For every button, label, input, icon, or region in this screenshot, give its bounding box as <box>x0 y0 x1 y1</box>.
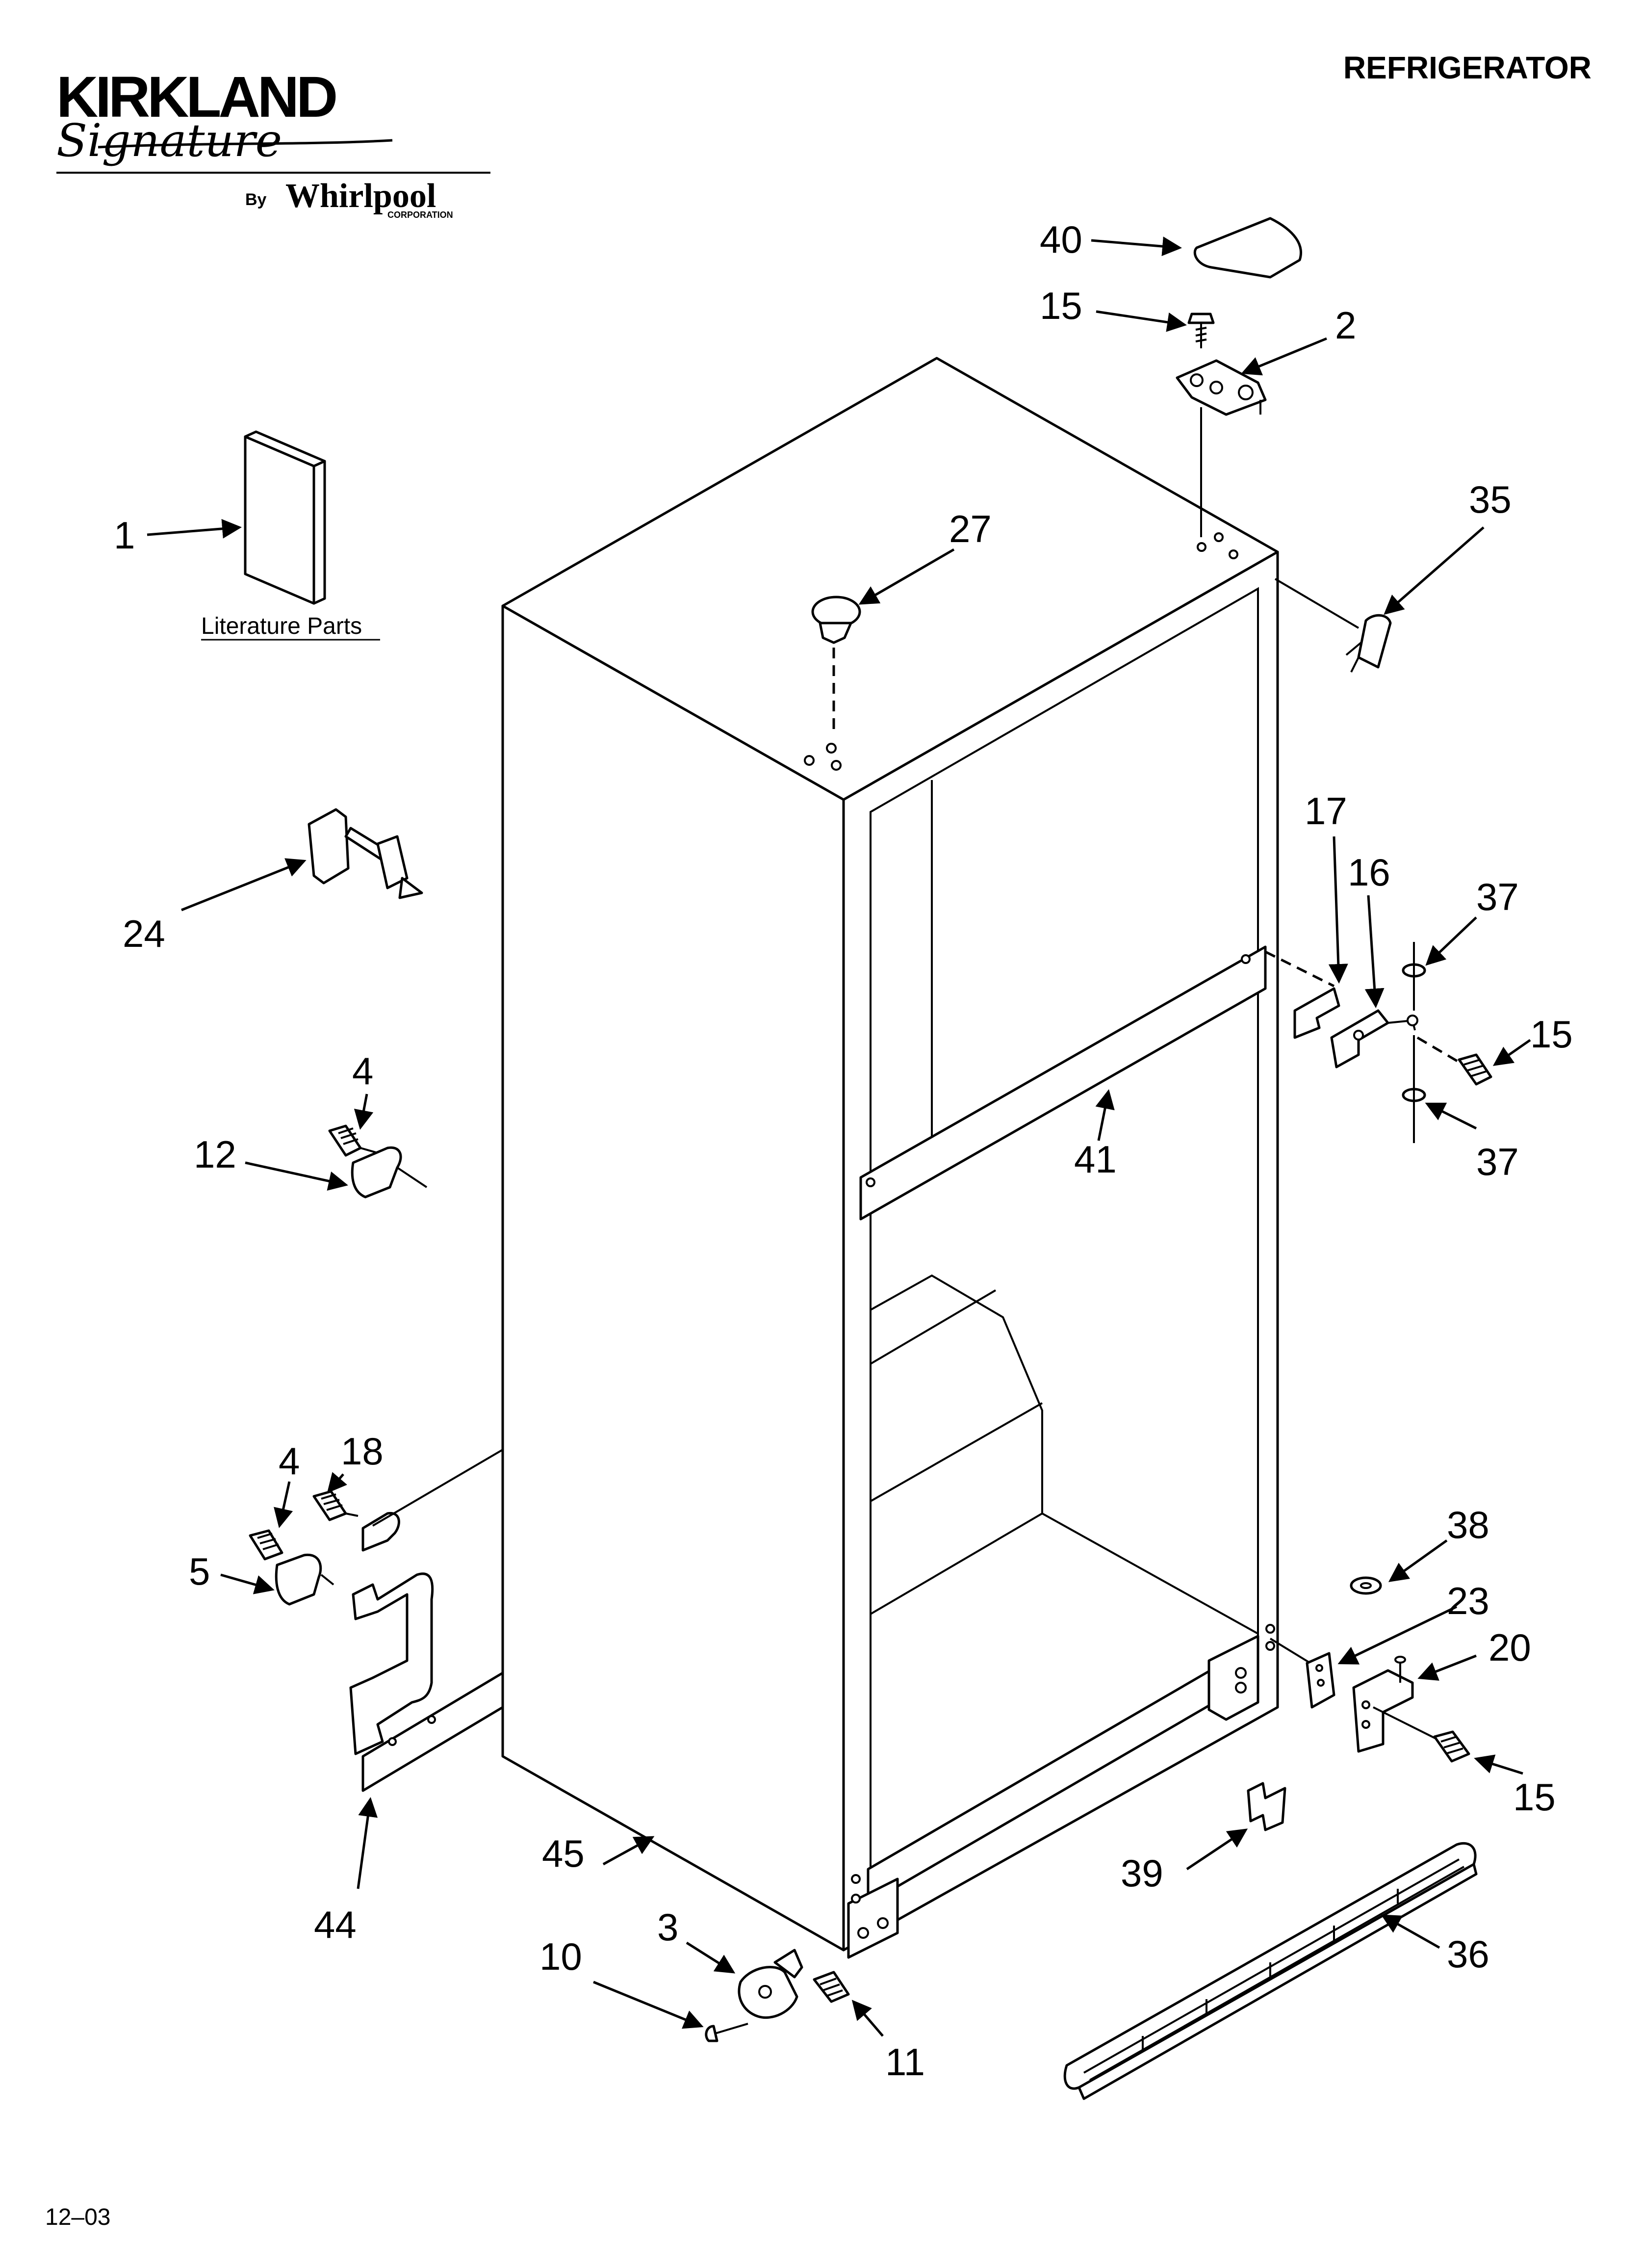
top-hinge <box>1176 359 1267 416</box>
callout-2: 2 <box>1335 304 1356 347</box>
clip-leader <box>372 1449 504 1527</box>
bottom-screw-leader <box>1373 1706 1437 1740</box>
center-hinge-16 <box>1330 1009 1418 1069</box>
door-stop-pin <box>308 808 423 899</box>
brand-script: Signature <box>56 114 282 167</box>
manufacturer-name: Whirlpool <box>285 177 436 215</box>
shim-leader <box>1274 578 1360 629</box>
callout-1: 1 <box>114 514 135 557</box>
hinge-shim <box>1345 614 1392 673</box>
brand-name: KIRKLAND <box>56 65 336 130</box>
callout-17: 17 <box>1305 789 1347 833</box>
callout-45: 45 <box>542 1832 585 1875</box>
callout-38: 38 <box>1447 1503 1489 1546</box>
callout-15-center: 15 <box>1530 1013 1573 1056</box>
signature-underline <box>98 139 393 149</box>
callout-11: 11 <box>885 2040 925 2084</box>
grille-clip <box>1247 1782 1286 1831</box>
hinge-cover <box>1193 217 1302 279</box>
leveling-screw <box>705 2023 748 2042</box>
callout-15-bottom: 15 <box>1513 1775 1556 1819</box>
hinge-shim-23 <box>1306 1652 1335 1709</box>
callout-40: 40 <box>1040 218 1082 261</box>
callout-arrows <box>147 236 1531 2037</box>
wire-clip <box>361 1512 400 1552</box>
manufacturer-sub: CORPORATION <box>387 210 453 220</box>
hinge-dash-upper <box>1264 950 1335 988</box>
callout-18: 18 <box>341 1430 384 1473</box>
bottom-hinge-20 <box>1352 1656 1414 1753</box>
screw-dash-center <box>1416 1036 1460 1064</box>
literature-booklet <box>244 430 326 605</box>
leveling-bracket <box>738 1949 803 2019</box>
callout-numbers: 1 2 3 4 4 5 10 11 12 15 15 15 16 17 18 2… <box>114 218 1573 2084</box>
by-label: By <box>245 190 267 209</box>
base-grille <box>1063 1842 1478 2100</box>
callout-15-top: 15 <box>1040 284 1082 327</box>
lower-clamp-screw <box>249 1529 283 1561</box>
upper-clamp <box>351 1146 428 1199</box>
callout-44: 44 <box>314 1903 357 1946</box>
callout-23: 23 <box>1447 1579 1489 1622</box>
page-title: REFRIGERATOR <box>1343 50 1591 85</box>
callout-4-lower: 4 <box>279 1439 300 1483</box>
roller-screw <box>813 1971 850 2003</box>
callout-27: 27 <box>949 507 992 550</box>
hinge-screw-bottom <box>1433 1730 1470 1763</box>
callout-41: 41 <box>1074 1138 1117 1181</box>
hinge-screw-top <box>1187 313 1215 348</box>
callout-10: 10 <box>539 1935 582 1978</box>
callout-24: 24 <box>123 912 165 955</box>
upper-clamp-screw <box>328 1124 378 1157</box>
callout-16: 16 <box>1348 851 1390 894</box>
callout-3: 3 <box>657 1905 678 1949</box>
hinge-shim-17 <box>1293 987 1340 1039</box>
callout-35: 35 <box>1469 478 1512 521</box>
callout-4-upper: 4 <box>352 1049 373 1093</box>
callout-37-upper: 37 <box>1476 875 1519 918</box>
refrigerator-cabinet <box>501 357 1279 1959</box>
callout-39: 39 <box>1121 1851 1163 1895</box>
lower-clamp <box>275 1553 334 1606</box>
lower-hinge-leader <box>1269 1638 1315 1667</box>
callout-36: 36 <box>1447 1932 1489 1976</box>
wire-cover <box>349 1572 504 1792</box>
clip-screw <box>312 1490 359 1521</box>
callout-37-lower: 37 <box>1476 1140 1519 1183</box>
callout-5: 5 <box>189 1550 210 1593</box>
kirkland-logo: KIRKLAND Signature By Whirlpool CORPORAT… <box>56 65 490 220</box>
callout-20: 20 <box>1488 1626 1531 1669</box>
hinge-screw-center <box>1458 1053 1492 1086</box>
callout-12: 12 <box>194 1133 236 1176</box>
cabinet-plug <box>811 596 861 644</box>
literature-label: Literature Parts <box>201 613 362 639</box>
revision-date: 12–03 <box>45 2204 110 2230</box>
